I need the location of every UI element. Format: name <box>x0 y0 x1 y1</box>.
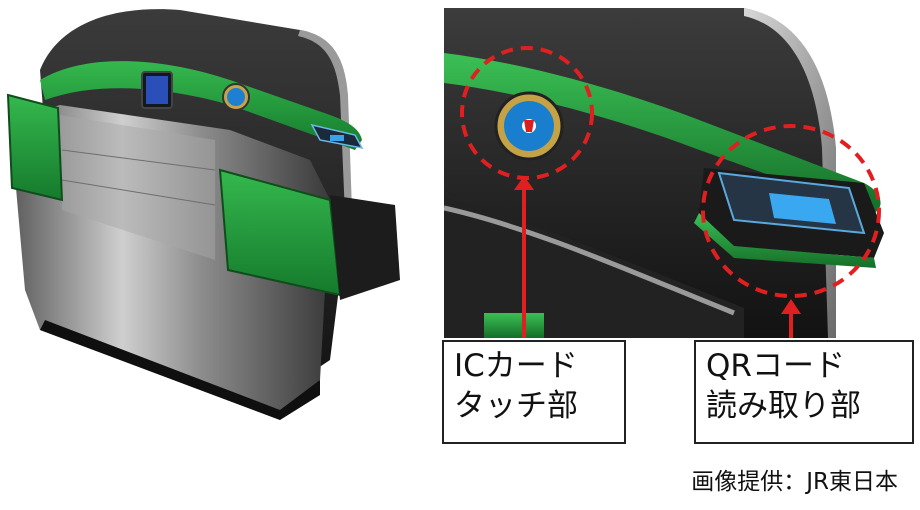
gate-top-green-rail <box>40 61 362 151</box>
ic-highlight-circle <box>460 46 594 180</box>
qr-pointer-arrow <box>781 299 801 338</box>
gate-display-screen <box>141 71 173 109</box>
gate-left-flap <box>6 93 64 202</box>
closeup-ic-disc <box>494 91 564 161</box>
qr-reader-label-box: QRコード 読み取り部 <box>694 340 914 444</box>
image-credit: 画像提供：JR東日本 <box>691 469 898 495</box>
ic-label-line1: ICカード <box>454 348 578 384</box>
qr-label-line1: QRコード <box>706 348 845 384</box>
ic-label-line2: タッチ部 <box>454 388 578 424</box>
ticket-gate-illustration <box>6 9 400 420</box>
gate-right-flap <box>218 168 400 300</box>
qr-highlight-circle <box>701 124 881 298</box>
closeup-green-rail <box>444 53 881 213</box>
gate-base <box>40 320 320 420</box>
ic-touch-label-box: ICカード タッチ部 <box>442 340 626 444</box>
qr-label-line2: 読み取り部 <box>706 388 861 424</box>
closeup-green-flap <box>484 313 544 338</box>
qr-reader <box>310 123 364 150</box>
closeup-qr-unit <box>694 168 884 268</box>
reader-closeup-illustration <box>444 8 914 338</box>
ic-touch-reader <box>222 83 250 111</box>
ic-pointer-arrow <box>514 176 534 338</box>
